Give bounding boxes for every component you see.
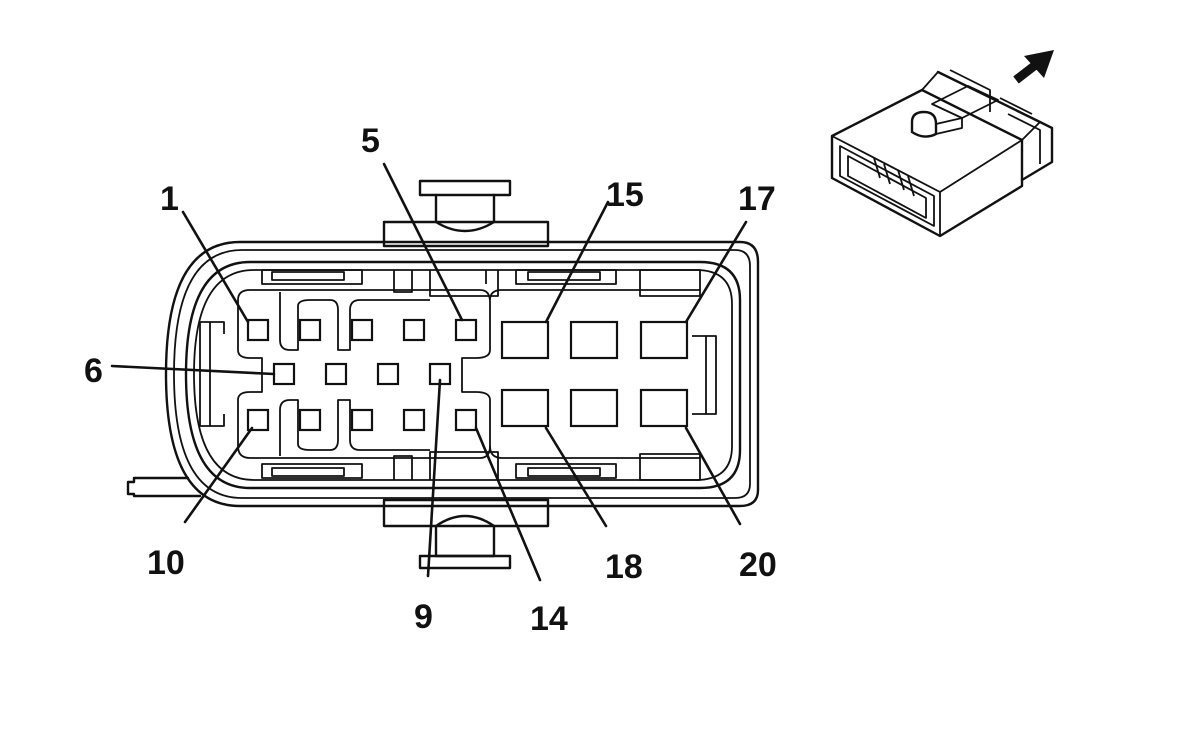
pin-label-20: 20 [739,546,777,584]
pin-cavity-2 [298,318,322,342]
pin-cavity-14 [454,408,478,432]
signal-cavity-ribs-top [279,292,430,351]
pin-cavity-8 [376,362,400,386]
pin-cavity-18 [500,388,550,428]
bottom-slot-far-right [639,453,701,481]
connector-isometric-icon [830,69,1054,238]
iso-rear-outline [936,70,1054,182]
bottom-slot-right-inner [527,467,601,477]
iso-front-opening [839,145,935,227]
bottom-latch-cap [418,554,512,570]
left-key-guide [210,321,225,427]
top-latch-stem [434,193,496,233]
pin-cavity-6 [272,362,296,386]
iso-body-edges [831,135,1023,236]
leader-lines [110,162,748,582]
pin-cavity-5 [454,318,478,342]
top-latch-cap [418,179,512,197]
bottom-slot-left-inner [271,467,345,477]
pin-cavity-1 [246,318,270,342]
leader-pin-18 [544,426,608,528]
leader-pin-20 [684,426,742,526]
pin-label-9: 9 [414,598,433,636]
pin-cavity-10 [246,408,270,432]
inner-shell [184,260,742,490]
pin-cavity-12 [350,408,374,432]
pin-cavity-4 [402,318,426,342]
pin-label-1: 1 [160,180,179,218]
leader-pin-1 [181,210,250,324]
iso-rear-edges [921,71,1041,164]
pin-cavity-13 [402,408,426,432]
iso-latch-button [910,110,938,138]
leader-pin-5 [382,162,464,322]
leader-pin-10 [183,426,254,524]
pin-cavity-17 [639,320,689,360]
iso-front-opening-inner [847,155,927,219]
inner-shell-line [193,269,733,481]
bottom-center-lock [393,451,499,480]
pin-label-10: 10 [147,544,185,582]
pin-cavity-19 [569,388,619,428]
pin-cavity-3 [350,318,374,342]
leader-pin-15 [544,200,610,324]
pin-cavity-16 [569,320,619,360]
pin-cavity-20 [639,388,689,428]
right-key-guide [692,335,706,415]
arrow-up-right-icon [1013,50,1054,84]
pin-label-17: 17 [738,180,776,218]
flange-tab [126,476,202,498]
bottom-slot-right [515,463,617,479]
iso-terminals [873,157,915,197]
bottom-latch-base [382,498,550,528]
power-cavity-bottom [489,445,700,459]
leader-pin-14 [474,426,542,582]
right-key-rail [705,335,717,415]
pin-label-18: 18 [605,548,643,586]
pin-label-14: 14 [530,600,568,638]
top-latch-base [382,220,550,248]
leader-pin-17 [684,220,748,324]
pin-cavity-11 [298,408,322,432]
top-slot-left [261,269,363,285]
pin-labels: 1 5 6 10 9 14 15 17 18 20 [84,122,777,638]
top-center-lock [393,270,499,297]
leader-pin-6 [110,364,276,376]
top-slot-far-right [639,269,701,297]
outer-shell [164,240,760,508]
signal-cavity-ribs-bottom [279,399,430,456]
leader-pin-9 [426,378,442,578]
left-key-rail [199,321,211,427]
pin-label-15: 15 [606,176,644,214]
pin-label-6: 6 [84,352,103,390]
pin-cavity-15 [500,320,550,360]
pin-cavity-7 [324,362,348,386]
pin-cavities [246,318,689,432]
top-slot-left-inner [271,271,345,281]
power-cavity-top [489,289,700,301]
top-slot-right-inner [527,271,601,281]
iso-latch-top [931,85,999,119]
bottom-latch-stem [434,514,496,558]
pin-label-5: 5 [361,122,380,160]
outer-shell-inner-line [173,249,751,499]
bottom-slot-left [261,463,363,479]
iso-latch-slide [935,117,963,135]
